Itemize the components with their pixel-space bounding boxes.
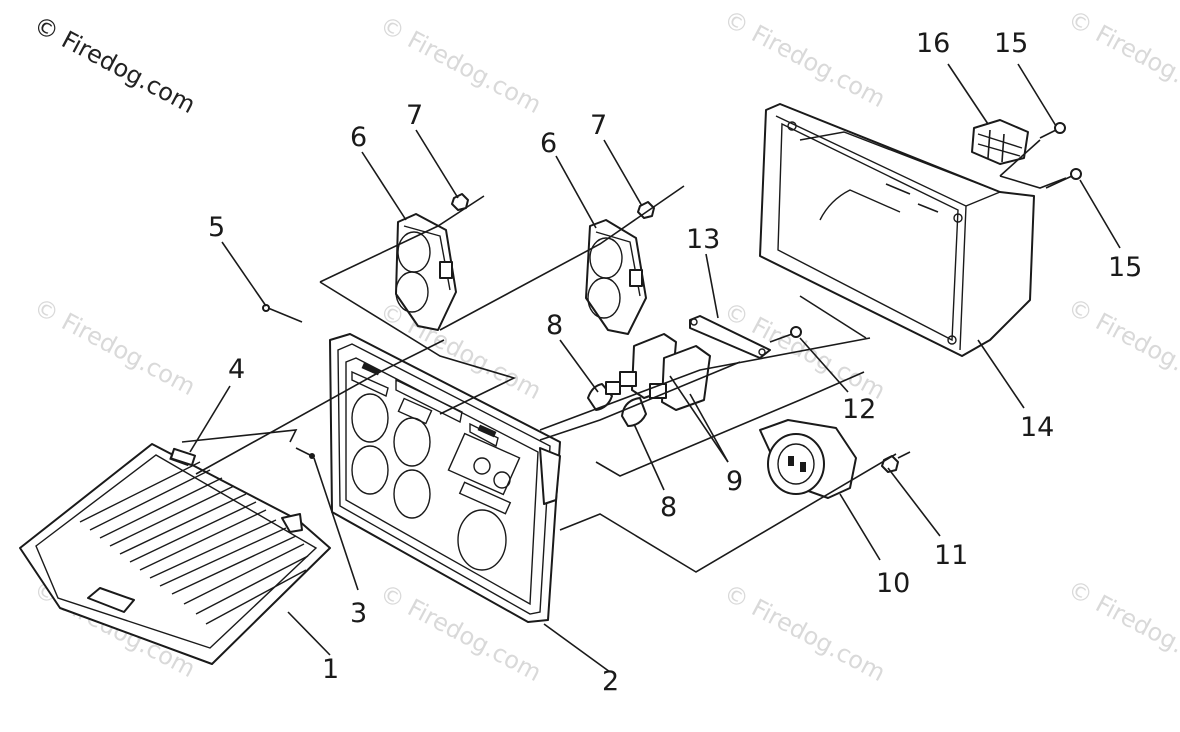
part-receptacle-left xyxy=(395,213,457,331)
callout-15-bottom: 15 xyxy=(1108,252,1142,283)
part-screw xyxy=(262,304,303,323)
watermark: © Firedog.com xyxy=(719,5,890,114)
part-bus-bar xyxy=(689,315,771,359)
callout-5: 5 xyxy=(208,212,225,243)
part-front-panel xyxy=(329,333,561,623)
callout-10: 10 xyxy=(876,568,910,599)
callout-7-left: 7 xyxy=(406,100,423,131)
callout-6-right: 6 xyxy=(540,128,557,159)
copyright-text: © Firedog.com xyxy=(29,11,200,120)
callout-11: 11 xyxy=(934,540,968,571)
callout-labels: 1 2 3 4 5 6 6 7 7 8 8 9 10 11 12 13 14 1… xyxy=(208,28,1142,697)
part-rear-housing xyxy=(759,103,1035,357)
part-circuit-breaker xyxy=(619,333,711,411)
watermark: © Firedog.com xyxy=(29,293,200,402)
part-screw-small xyxy=(769,326,802,343)
callout-6-left: 6 xyxy=(350,122,367,153)
watermark: © Firedog.com xyxy=(719,579,890,688)
callout-3: 3 xyxy=(350,598,367,629)
part-breaker-cap xyxy=(587,381,647,427)
part-latch xyxy=(169,447,197,467)
watermark: © Firedog.com xyxy=(1063,575,1180,684)
watermark: © Firedog.com xyxy=(375,11,546,120)
callout-1: 1 xyxy=(322,654,339,685)
callout-15-top: 15 xyxy=(994,28,1028,59)
callout-13: 13 xyxy=(686,224,720,255)
leader-lines xyxy=(181,63,1121,673)
part-screws xyxy=(1039,122,1082,189)
callout-9: 9 xyxy=(726,466,743,497)
callout-4: 4 xyxy=(228,354,245,385)
callout-14: 14 xyxy=(1020,412,1054,443)
part-twist-lock-receptacle xyxy=(759,419,857,499)
watermark: © Firedog.com xyxy=(1063,293,1180,402)
part-nut-small xyxy=(881,451,911,473)
callout-8-top: 8 xyxy=(546,310,563,341)
part-terminal-block xyxy=(971,119,1029,165)
callout-2: 2 xyxy=(602,666,619,697)
callout-16: 16 xyxy=(916,28,950,59)
part-receptacle-right xyxy=(585,219,647,335)
watermark: © Firedog.com xyxy=(1063,5,1180,114)
callout-12: 12 xyxy=(842,394,876,425)
callout-8-bottom: 8 xyxy=(660,492,677,523)
callout-7-right: 7 xyxy=(590,110,607,141)
part-cover-lid xyxy=(19,443,331,665)
